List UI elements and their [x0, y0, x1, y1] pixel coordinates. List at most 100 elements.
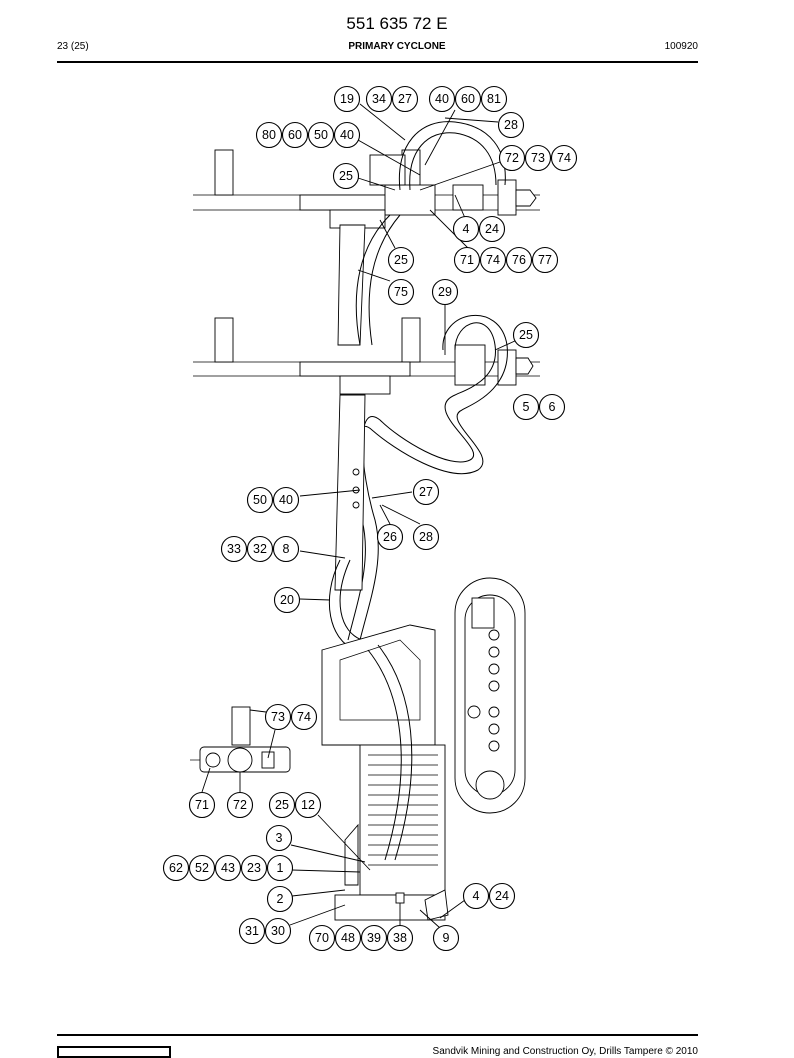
callout-label: 74 — [486, 253, 500, 267]
callout-1: 1 — [266, 854, 294, 882]
callout-73: 73 — [524, 144, 552, 172]
callout-label: 30 — [271, 924, 285, 938]
callout-24: 24 — [478, 215, 506, 243]
callout-label: 38 — [393, 931, 407, 945]
callout-4: 4 — [452, 215, 480, 243]
company-logo — [57, 1046, 171, 1058]
callout-label: 81 — [487, 92, 501, 106]
callout-label: 43 — [221, 861, 235, 875]
callout-label: 4 — [473, 889, 480, 903]
callout-label: 74 — [297, 710, 311, 724]
callout-74: 74 — [550, 144, 578, 172]
callout-40: 40 — [333, 121, 361, 149]
callout-label: 8 — [283, 542, 290, 556]
callout-71: 71 — [188, 791, 216, 819]
callout-28: 28 — [412, 523, 440, 551]
callout-31: 31 — [238, 917, 266, 945]
document-date: 100920 — [664, 41, 698, 52]
callout-label: 25 — [519, 328, 533, 342]
callout-62: 62 — [162, 854, 190, 882]
callout-label: 3 — [276, 831, 283, 845]
callout-3: 3 — [265, 824, 293, 852]
callout-label: 52 — [195, 861, 209, 875]
callout-label: 76 — [512, 253, 526, 267]
callout-28: 28 — [497, 111, 525, 139]
callout-74: 74 — [290, 703, 318, 731]
callout-label: 71 — [195, 798, 209, 812]
callout-39: 39 — [360, 924, 388, 952]
callout-label: 4 — [463, 222, 470, 236]
callout-9: 9 — [432, 924, 460, 952]
callout-label: 60 — [288, 128, 302, 142]
track-assembly — [454, 577, 526, 814]
callout-label: 33 — [227, 542, 241, 556]
callout-32: 32 — [246, 535, 274, 563]
callout-38: 38 — [386, 924, 414, 952]
callout-label: 2 — [277, 892, 284, 906]
callout-73: 73 — [264, 703, 292, 731]
callout-4: 4 — [462, 882, 490, 910]
callout-label: 28 — [504, 118, 518, 132]
callout-70: 70 — [308, 924, 336, 952]
callout-40: 40 — [272, 486, 300, 514]
page-count: 23 (25) — [57, 41, 89, 52]
callout-label: 24 — [485, 222, 499, 236]
detail-view — [190, 706, 291, 773]
callout-81: 81 — [480, 85, 508, 113]
callout-label: 72 — [505, 151, 519, 165]
header-rule — [57, 61, 698, 63]
callout-27: 27 — [391, 85, 419, 113]
callout-26: 26 — [376, 523, 404, 551]
callout-72: 72 — [226, 791, 254, 819]
callout-75: 75 — [387, 278, 415, 306]
callout-label: 20 — [280, 593, 294, 607]
callout-8: 8 — [272, 535, 300, 563]
callout-label: 50 — [253, 493, 267, 507]
callout-52: 52 — [188, 854, 216, 882]
callout-label: 50 — [314, 128, 328, 142]
callout-25: 25 — [268, 791, 296, 819]
callout-76: 76 — [505, 246, 533, 274]
callout-label: 70 — [315, 931, 329, 945]
callout-label: 24 — [495, 889, 509, 903]
callout-label: 80 — [262, 128, 276, 142]
callout-label: 25 — [394, 253, 408, 267]
callout-33: 33 — [220, 535, 248, 563]
callout-60: 60 — [454, 85, 482, 113]
callout-43: 43 — [214, 854, 242, 882]
callout-5: 5 — [512, 393, 540, 421]
callout-label: 32 — [253, 542, 267, 556]
callout-30: 30 — [264, 917, 292, 945]
callout-label: 25 — [275, 798, 289, 812]
callout-label: 40 — [435, 92, 449, 106]
callout-label: 25 — [339, 169, 353, 183]
callout-27: 27 — [412, 478, 440, 506]
callout-label: 19 — [340, 92, 354, 106]
callout-label: 6 — [549, 400, 556, 414]
callout-60: 60 — [281, 121, 309, 149]
callout-34: 34 — [365, 85, 393, 113]
callout-74: 74 — [479, 246, 507, 274]
callout-label: 39 — [367, 931, 381, 945]
callout-40: 40 — [428, 85, 456, 113]
callout-72: 72 — [498, 144, 526, 172]
callout-label: 9 — [443, 931, 450, 945]
callout-label: 73 — [271, 710, 285, 724]
callout-label: 31 — [245, 924, 259, 938]
middle-boom — [193, 317, 540, 395]
callout-label: 34 — [372, 92, 386, 106]
callout-24: 24 — [488, 882, 516, 910]
callout-50: 50 — [307, 121, 335, 149]
callout-50: 50 — [246, 486, 274, 514]
callout-label: 72 — [233, 798, 247, 812]
callout-label: 71 — [460, 253, 474, 267]
callout-label: 75 — [394, 285, 408, 299]
document-number: 551 635 72 E — [346, 14, 448, 33]
callout-label: 73 — [531, 151, 545, 165]
callout-23: 23 — [240, 854, 268, 882]
leader-lines — [201, 103, 518, 929]
callout-label: 77 — [538, 253, 552, 267]
callout-label: 29 — [438, 285, 452, 299]
upper-boom — [193, 149, 540, 229]
